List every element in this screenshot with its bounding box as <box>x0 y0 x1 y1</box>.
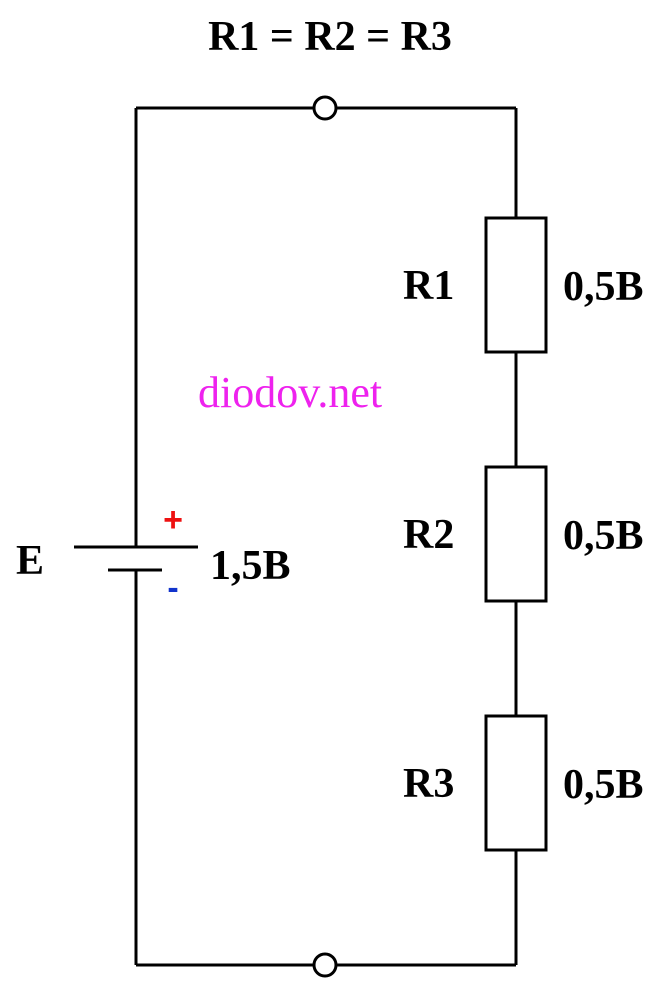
minus-sign: - <box>167 569 178 607</box>
resistor-r1: R1 0,5B <box>403 216 644 354</box>
resistor-r1-label: R1 <box>403 263 454 309</box>
top-terminal <box>312 95 338 121</box>
plus-sign: + <box>163 501 183 539</box>
resistor-r2-body <box>484 465 548 603</box>
resistor-r2-label: R2 <box>403 512 454 558</box>
resistor-r3: R3 0,5B <box>403 714 644 852</box>
resistor-r2-voltage: 0,5B <box>563 513 644 559</box>
watermark-text: diodov.net <box>198 368 382 417</box>
resistor-r1-body <box>484 216 548 354</box>
source-label: E <box>16 538 44 584</box>
resistor-r3-label: R3 <box>403 761 454 807</box>
resistor-r2: R2 0,5B <box>403 465 644 603</box>
diagram-title: R1 = R2 = R3 <box>208 14 452 60</box>
resistor-r3-body <box>484 714 548 852</box>
bottom-terminal <box>312 952 338 978</box>
source-voltage: 1,5B <box>210 543 291 589</box>
circuit-wires <box>134 106 518 967</box>
resistor-r1-voltage: 0,5B <box>563 264 644 310</box>
battery-source: E 1,5B + - <box>16 501 291 607</box>
resistor-r3-voltage: 0,5B <box>563 762 644 808</box>
